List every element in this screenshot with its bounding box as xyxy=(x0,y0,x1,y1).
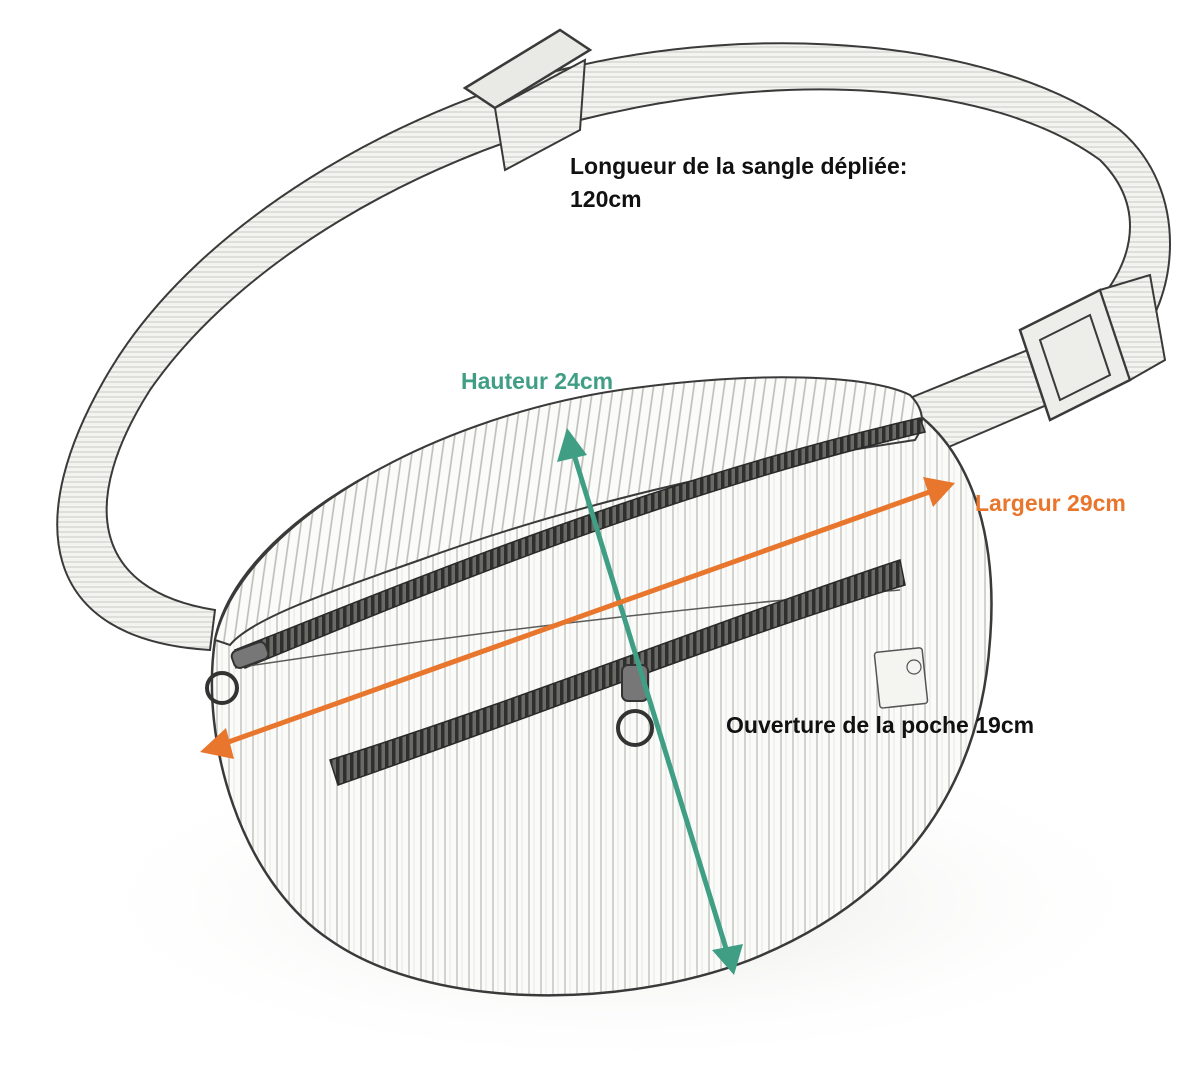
pocket-opening-label: Ouverture de la poche 19cm xyxy=(726,712,1035,738)
bag-body xyxy=(205,376,993,997)
width-arrow xyxy=(200,477,955,759)
height-label: Hauteur 24cm xyxy=(461,368,614,394)
strap-length-label-line2: 120cm xyxy=(570,186,642,212)
strap-slider-buckle xyxy=(462,28,593,172)
strap-length-label: Longueur de la sangle dépliée: 120cm xyxy=(570,150,907,216)
strap-length-label-line1: Longueur de la sangle dépliée: xyxy=(570,153,908,179)
brand-tag xyxy=(873,647,929,709)
zipper-pull-ring xyxy=(205,671,239,705)
height-arrow xyxy=(557,428,743,975)
pocket-pull-ring xyxy=(616,709,654,747)
side-release-buckle xyxy=(1018,273,1167,422)
width-label: Largeur 29cm xyxy=(975,490,1126,516)
main-zipper xyxy=(233,417,926,669)
pocket-zipper xyxy=(329,559,906,786)
